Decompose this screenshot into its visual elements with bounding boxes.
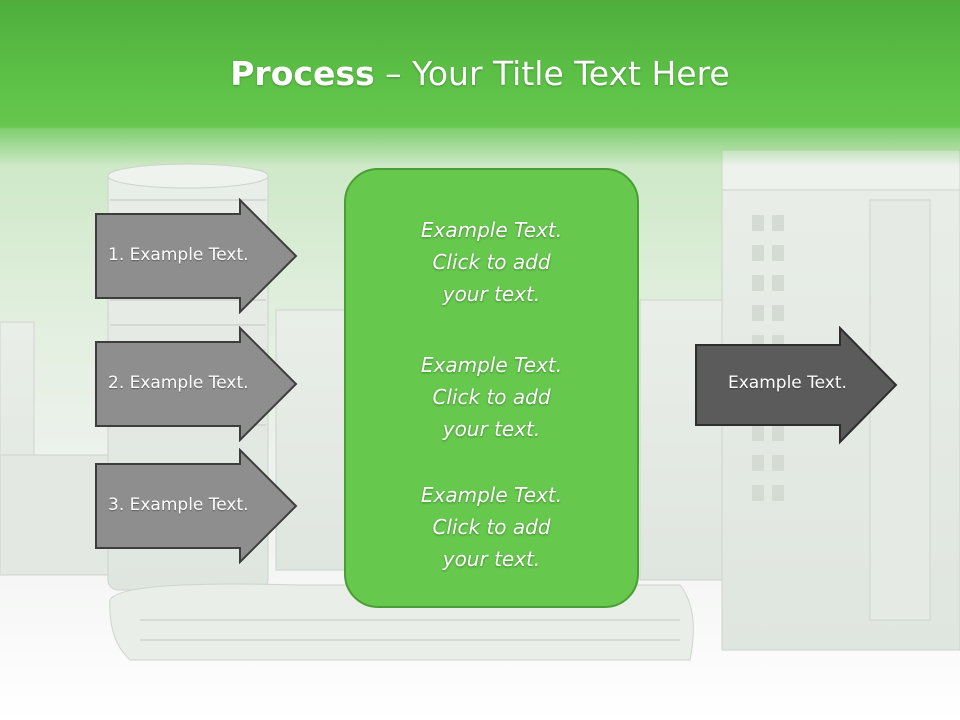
center-text-block-3: Example Text. Click to add your text. bbox=[346, 479, 637, 575]
center-line: your text. bbox=[442, 282, 541, 306]
slide-title[interactable]: Process – Your Title Text Here bbox=[0, 52, 960, 96]
center-line: Example Text. bbox=[420, 353, 563, 377]
arrow-step-1[interactable]: 1. Example Text. bbox=[94, 198, 300, 314]
title-bold: Process bbox=[230, 54, 375, 93]
center-text-block-1: Example Text. Click to add your text. bbox=[346, 214, 637, 310]
arrow-result[interactable]: Example Text. bbox=[694, 326, 900, 446]
arrow-step-2[interactable]: 2. Example Text. bbox=[94, 326, 300, 442]
arrow-shape-3 bbox=[95, 448, 298, 564]
arrow-shape-1 bbox=[95, 198, 298, 314]
center-text-block-2: Example Text. Click to add your text. bbox=[346, 349, 637, 445]
arrow-shape-result bbox=[695, 326, 898, 445]
center-line: Example Text. bbox=[420, 218, 563, 242]
center-line: Click to add bbox=[432, 385, 551, 409]
arrow-label-1: 1. Example Text. bbox=[108, 245, 249, 265]
title-rest: – Your Title Text Here bbox=[374, 54, 730, 93]
title-bar bbox=[0, 0, 960, 128]
arrow-label-result: Example Text. bbox=[728, 373, 847, 393]
center-line: Click to add bbox=[432, 250, 551, 274]
center-line: Example Text. bbox=[420, 483, 563, 507]
center-line: your text. bbox=[442, 547, 541, 571]
center-text-box[interactable]: Example Text. Click to add your text. Ex… bbox=[344, 168, 639, 608]
center-line: your text. bbox=[442, 417, 541, 441]
arrow-label-3: 3. Example Text. bbox=[108, 495, 249, 515]
arrow-shape-2 bbox=[95, 326, 298, 442]
arrow-step-3[interactable]: 3. Example Text. bbox=[94, 448, 300, 564]
title-bar-fade bbox=[0, 126, 960, 166]
arrow-label-2: 2. Example Text. bbox=[108, 373, 249, 393]
center-line: Click to add bbox=[432, 515, 551, 539]
